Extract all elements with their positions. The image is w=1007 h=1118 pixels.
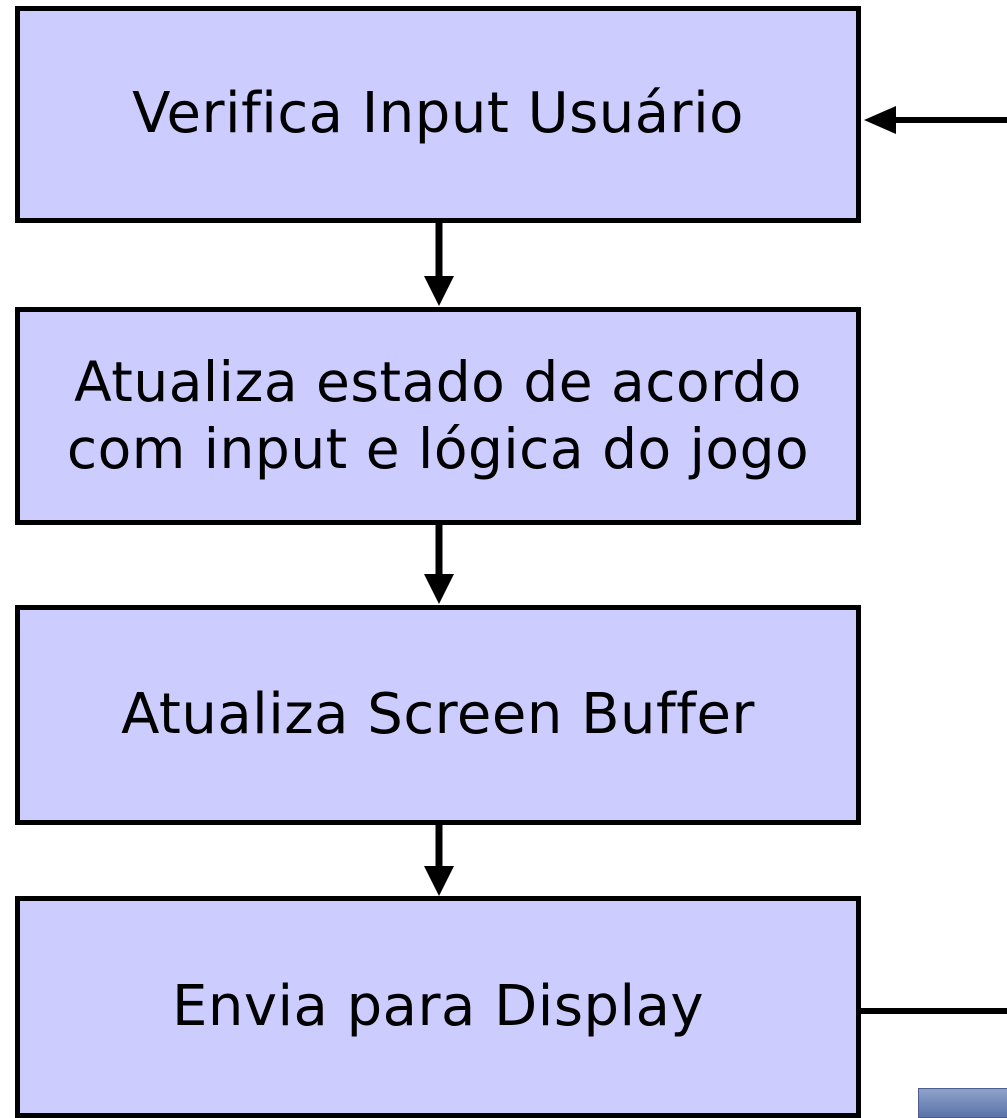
step-atualiza-screen-buffer: Atualiza Screen Buffer <box>15 605 861 825</box>
arrow-step1-to-step2 <box>424 223 454 306</box>
step-label: Atualiza estado de acordo com input e ló… <box>66 349 810 481</box>
step-envia-display: Envia para Display <box>15 896 861 1118</box>
arrow-step2-to-step3 <box>424 525 454 604</box>
step-verifica-input: Verifica Input Usuário <box>15 6 861 223</box>
step-label: Atualiza Screen Buffer <box>121 681 755 747</box>
partial-image-thumbnail <box>918 1088 1007 1118</box>
step-label: Verifica Input Usuário <box>132 81 744 147</box>
arrow-loop-return <box>864 106 1007 134</box>
step-atualiza-estado: Atualiza estado de acordo com input e ló… <box>15 307 861 525</box>
step-label: Envia para Display <box>171 973 705 1039</box>
arrow-step3-to-step4 <box>424 825 454 896</box>
